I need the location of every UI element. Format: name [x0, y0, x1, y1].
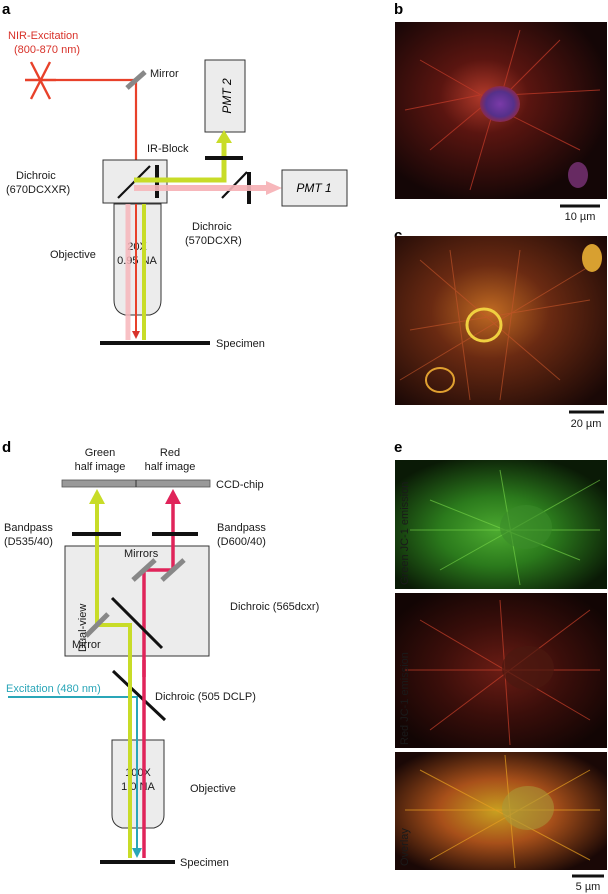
pmt1-label: PMT 1: [296, 181, 331, 195]
bandpass-left-model: (D535/40): [4, 536, 53, 548]
green-half-line2: half image: [75, 461, 126, 473]
bandpass-right-model: (D600/40): [217, 536, 266, 548]
dichroic-670-label: Dichroic: [16, 170, 56, 182]
bandpass-left-label: Bandpass: [4, 522, 53, 534]
mirror-upper-right: [160, 558, 186, 582]
mirror-lower: [84, 612, 110, 638]
pmt2-box: [204, 59, 246, 133]
dichroic-565-label: Dichroic (565dcxr): [230, 601, 319, 613]
specimen-a-label: Specimen: [216, 338, 265, 350]
bandpass-right-label: Bandpass: [217, 522, 266, 534]
micrograph-b-cell2: [568, 162, 588, 188]
pmt2-label: PMT 2: [220, 78, 234, 114]
dichroic-670-model: (670DCXXR): [6, 184, 70, 196]
excitation-arrow: [132, 848, 142, 858]
micrograph-e-overlay-nucleus: [502, 786, 554, 830]
dual-view-box: [64, 545, 210, 657]
micrograph-e-green-nucleus: [500, 505, 552, 549]
objective-d-label: Objective: [190, 783, 236, 795]
panel-d: d Green half image Red half image CCD-ch…: [2, 439, 319, 869]
micrograph-c-cell2: [425, 367, 455, 393]
panel-a-letter: a: [2, 1, 11, 18]
pmt1-box: [281, 169, 348, 207]
objective-100x-na: 1.0 NA: [121, 781, 155, 793]
green-half-line1: Green: [85, 447, 116, 459]
laser-source-icon: [25, 61, 56, 100]
scalebar-c-label: 20 µm: [571, 418, 602, 430]
mirror-lower-label: Mirror: [72, 639, 101, 651]
scalebar-e-label: 5 µm: [576, 881, 601, 893]
red-emission-label: Red JC-1 emission: [399, 652, 411, 745]
panel-c: c 20 µm: [394, 227, 607, 430]
mirror-upper-left: [131, 558, 157, 582]
mirror-a: [125, 70, 147, 90]
micrograph-b-processes: [404, 29, 601, 191]
dichroic-505: [111, 669, 167, 722]
panel-e: e Green JC-1 emission Red JC-1 emission …: [394, 439, 607, 893]
micrograph-b-nucleus: [480, 86, 520, 122]
panel-b: b 10 µm: [394, 1, 607, 223]
red-arrow-ccd: [165, 489, 181, 504]
micrograph-e-red-nucleus: [502, 646, 554, 690]
nir-excitation-label: NIR-Excitation: [8, 30, 78, 42]
red-half-line2: half image: [145, 461, 196, 473]
excitation-480-label: Excitation (480 nm): [6, 683, 101, 695]
overlay-label: Overlay: [399, 828, 411, 866]
panel-d-letter: d: [2, 439, 11, 456]
ccd-label: CCD-chip: [216, 479, 264, 491]
panel-b-letter: b: [394, 1, 403, 18]
micrograph-c-cell3: [582, 244, 602, 272]
green-emission-label: Green JC-1 emission: [399, 482, 411, 585]
green-beam-d: [95, 500, 132, 677]
green-arrow-ccd: [89, 489, 105, 504]
specimen-d-label: Specimen: [180, 857, 229, 869]
green-arrow-pmt2: [216, 130, 232, 143]
dichroic-570-label: Dichroic: [192, 221, 232, 233]
dichroic-570-model: (570DCXR): [185, 235, 242, 247]
objective-20x-na: 0.95 NA: [117, 255, 157, 267]
panel-c-letter: c: [394, 227, 402, 244]
dichroic-505-label: Dichroic (505 DCLP): [155, 691, 256, 703]
dichroic-565: [110, 596, 164, 650]
panel-a: a NIR-Excitation (800-870 nm) Mirror PMT…: [2, 1, 348, 350]
ir-block-label: IR-Block: [147, 143, 189, 155]
panel-e-letter: e: [394, 439, 402, 456]
nir-excitation-range: (800-870 nm): [14, 44, 80, 56]
dual-view-label: Dual-view: [77, 604, 89, 652]
scalebar-b-label: 10 µm: [565, 211, 596, 223]
red-half-line1: Red: [160, 447, 180, 459]
objective-a-label: Objective: [50, 249, 96, 261]
mirror-a-label: Mirror: [150, 68, 179, 80]
pink-arrow-pmt1: [266, 181, 282, 195]
micrograph-c-nucleus: [465, 307, 503, 343]
mirrors-label: Mirrors: [124, 548, 159, 560]
